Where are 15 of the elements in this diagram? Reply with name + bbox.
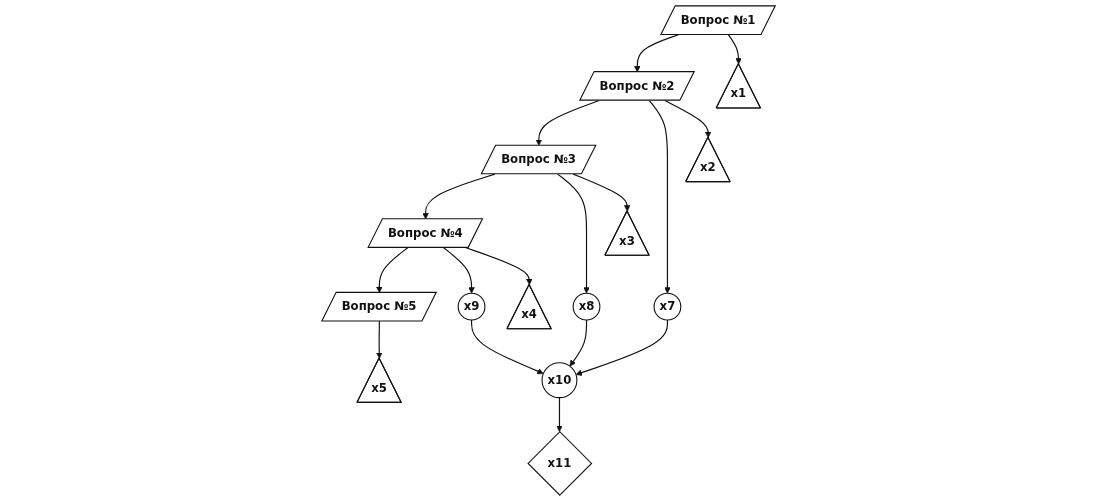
arrow [376, 247, 409, 293]
node-circle: x9 [457, 292, 486, 321]
arrow [470, 319, 544, 375]
arrow [556, 397, 563, 432]
node-circle: x7 [653, 292, 682, 321]
arrow [465, 247, 533, 286]
node-diamond: x11 [527, 430, 593, 496]
arrow [727, 34, 742, 65]
arrow [376, 320, 383, 359]
arrow [575, 319, 668, 376]
arrow [569, 319, 588, 367]
node-circle: x8 [572, 292, 601, 321]
arrow [556, 173, 590, 294]
arrow [442, 247, 475, 294]
node-circle: x10 [541, 362, 578, 399]
